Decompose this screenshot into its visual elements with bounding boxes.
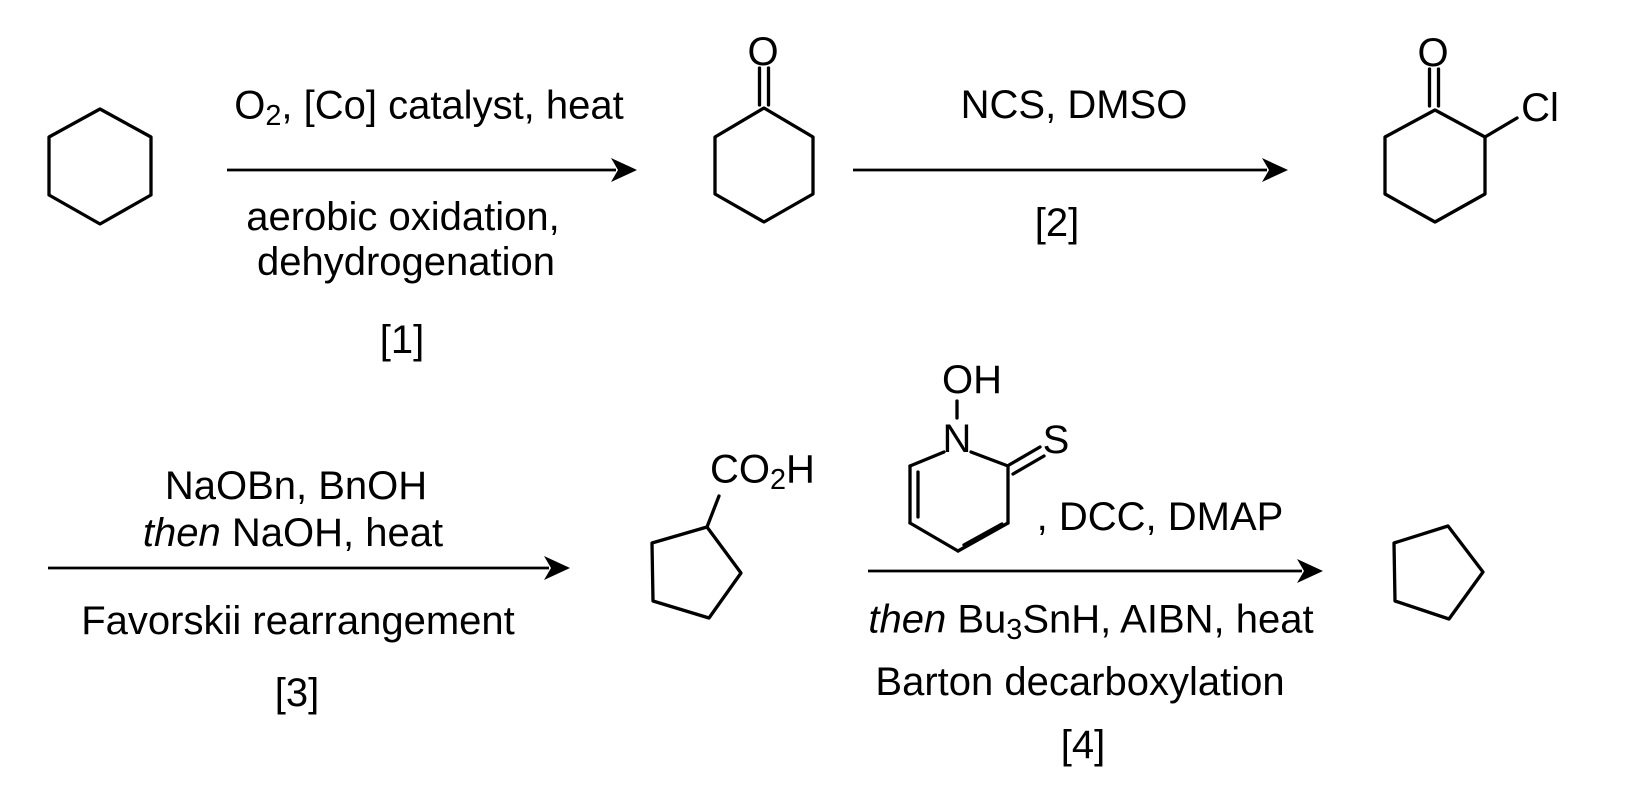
carboxylic-acid-sub2: 2	[770, 463, 787, 496]
cyclopentanecarboxylic-acid-structure	[650, 494, 743, 620]
chlorocyclohexanone-structure	[1383, 67, 1519, 224]
chlorocyclohexanone-oxygen-label: O	[1417, 31, 1449, 75]
step1-o-sub: 2	[265, 99, 282, 132]
step3-reagents-line1: NaOBn, BnOH	[164, 464, 428, 508]
step3-reagents-line2: then NaOH, heat	[143, 513, 443, 553]
carboxylic-acid-label: CO2H	[710, 449, 815, 494]
step2-reagents: NCS, DMSO	[960, 83, 1188, 127]
step1-o: O	[234, 83, 266, 128]
cyclohexanone-structure	[713, 66, 815, 224]
reaction-arrow-1	[227, 158, 637, 182]
thione-sulfur-label: S	[1042, 418, 1070, 462]
step1-reagents: O2, [Co] catalyst, heat	[234, 85, 624, 130]
reaction-arrow-2	[853, 158, 1288, 182]
step1-condition-line1: aerobic oxidation,	[246, 195, 560, 239]
step4-condition-line1: then Bu3SnH, AIBN, heat	[868, 599, 1313, 644]
step4-condition-line2: Barton decarboxylation	[875, 660, 1285, 704]
carboxylic-acid-co: CO	[710, 447, 770, 492]
carboxylic-acid-h: H	[786, 447, 815, 492]
cyclohexanone-oxygen-label: O	[747, 30, 779, 74]
step4-number-label: [4]	[1060, 723, 1106, 767]
step4-reagents-suffix: , DCC, DMAP	[1036, 495, 1284, 539]
step3-condition: Favorskii rearrangement	[81, 599, 515, 643]
reaction-arrow-3	[48, 556, 570, 580]
step3-number-label: [3]	[274, 671, 320, 715]
step1-reagents-rest: , [Co] catalyst, heat	[281, 83, 624, 128]
step2-number-label: [2]	[1034, 201, 1080, 245]
thione-nitrogen-label: N	[942, 417, 972, 461]
hydroxypyridinethione-structure	[908, 399, 1046, 553]
cyclopentane-structure	[1392, 524, 1485, 621]
reaction-arrow-4	[868, 559, 1323, 583]
step3-reagents-line2-rest: NaOH, heat	[220, 511, 444, 555]
step4-condition-line1-rest: SnH, AIBN, heat	[1022, 597, 1314, 642]
step3-then: then	[142, 511, 221, 555]
chlorocyclohexanone-chlorine-label: Cl	[1521, 86, 1559, 130]
step4-bu-sub: 3	[1006, 613, 1023, 646]
thione-hydroxyl-label: OH	[942, 358, 1002, 402]
cyclohexane-structure	[47, 107, 153, 226]
step4-bu: Bu	[946, 597, 1007, 642]
step1-number-label: [1]	[379, 318, 425, 362]
step1-condition-line2: dehydrogenation	[256, 240, 556, 284]
step4-then: then	[868, 597, 947, 642]
